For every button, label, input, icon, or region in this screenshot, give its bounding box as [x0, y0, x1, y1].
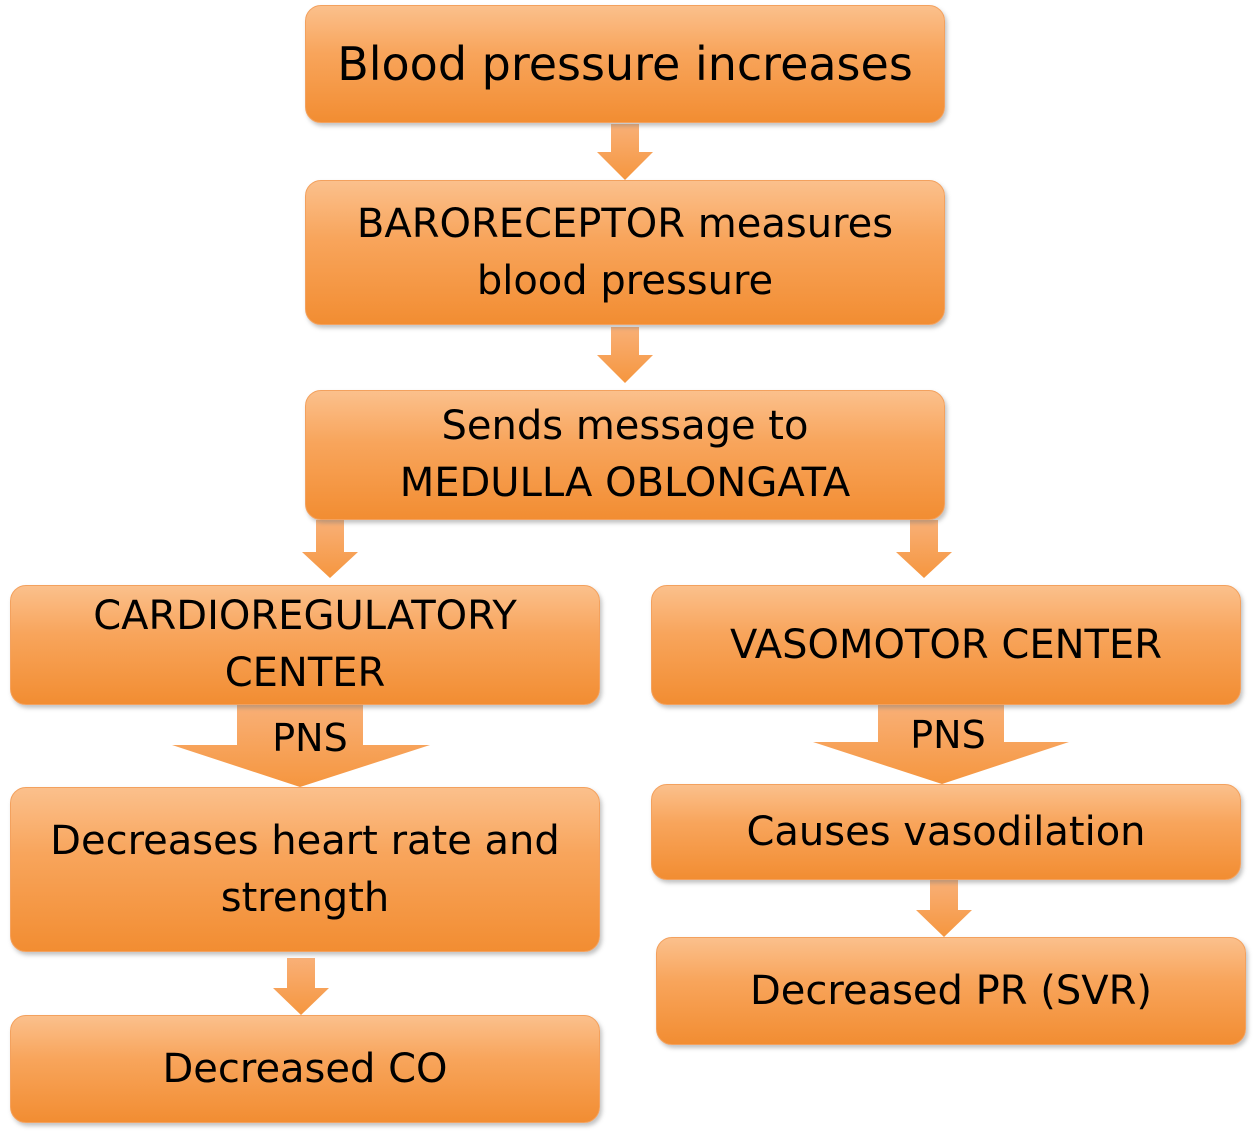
node-line: Blood pressure increases — [337, 36, 913, 91]
node-vasomotor-center: VASOMOTOR CENTER — [651, 585, 1241, 705]
node-decreased-pr: Decreased PR (SVR) — [656, 937, 1246, 1045]
node-decreases-heart-rate: Decreases heart rate and strength — [10, 787, 600, 952]
arrow-medulla-to-vasomotor — [896, 520, 952, 578]
node-line: CENTER — [224, 650, 386, 696]
node-decreased-co: Decreased CO — [10, 1015, 600, 1123]
arrow-baroreceptor-to-medulla — [597, 327, 653, 383]
node-line: MEDULLA OBLONGATA — [399, 460, 851, 506]
node-line: blood pressure — [476, 257, 774, 304]
node-line: VASOMOTOR CENTER — [729, 621, 1163, 668]
node-blood-pressure-increases: Blood pressure increases — [305, 5, 945, 123]
node-causes-vasodilation: Causes vasodilation — [651, 784, 1241, 880]
node-line: strength — [220, 874, 390, 921]
node-baroreceptor: BARORECEPTOR measures blood pressure — [305, 180, 945, 325]
arrow-vasodilation-to-pr — [916, 880, 972, 937]
pns-label-right: PNS — [910, 713, 986, 757]
pns-label-left: PNS — [272, 716, 348, 760]
arrow-bp-to-baroreceptor — [597, 124, 653, 180]
node-line: Decreases heart rate and — [50, 817, 560, 864]
node-line: BARORECEPTOR measures — [356, 200, 894, 247]
node-line: Causes vasodilation — [746, 808, 1146, 855]
node-line: Decreased PR (SVR) — [749, 967, 1153, 1014]
node-line: Sends message to — [441, 403, 809, 449]
arrow-hr-to-co — [273, 958, 329, 1015]
node-line: CARDIOREGULATORY — [93, 593, 517, 639]
node-cardioregulatory-center: CARDIOREGULATORY CENTER — [10, 585, 600, 705]
node-line: Decreased CO — [162, 1045, 448, 1092]
node-medulla-oblongata: Sends message to MEDULLA OBLONGATA — [305, 390, 945, 520]
arrow-medulla-to-cardio — [302, 520, 358, 578]
